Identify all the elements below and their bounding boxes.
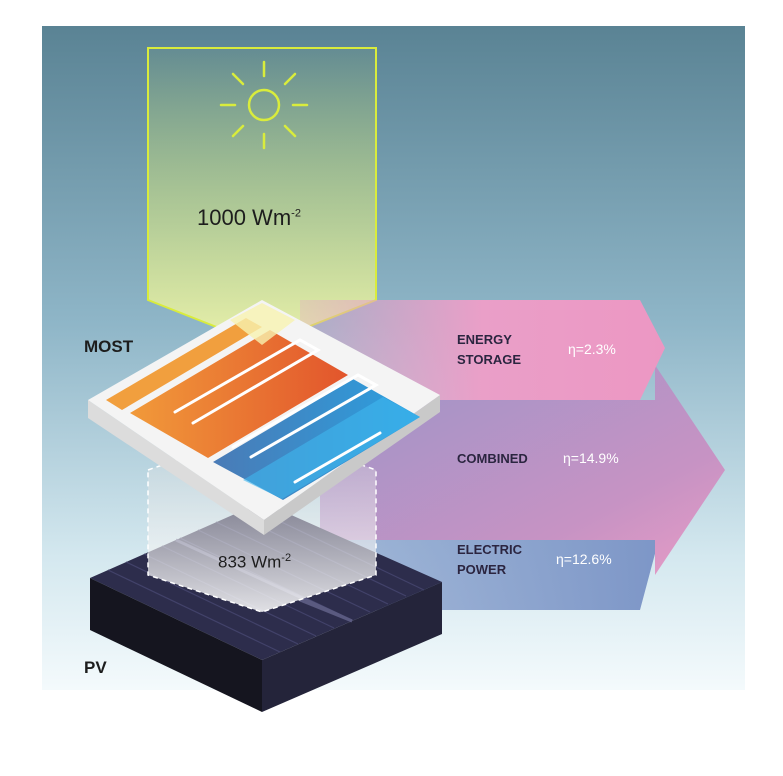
- energy-storage-label: ENERGY STORAGE: [457, 332, 522, 367]
- combined-label: COMBINED: [457, 451, 528, 466]
- pv-label: PV: [84, 658, 107, 677]
- sun-icon: [219, 60, 309, 150]
- electric-power-efficiency: η=12.6%: [556, 551, 612, 567]
- electric-power-label: ELECTRIC POWER: [457, 542, 522, 577]
- transmitted-irradiance-label: 833 Wm-2: [218, 552, 292, 572]
- most-label: MOST: [84, 337, 134, 356]
- energy-storage-efficiency: η=2.3%: [568, 341, 616, 357]
- beam-landing: [230, 303, 295, 345]
- incoming-irradiance-label: 1000 Wm-2: [197, 205, 301, 230]
- most-device: [88, 300, 440, 535]
- combined-efficiency: η=14.9%: [563, 450, 619, 466]
